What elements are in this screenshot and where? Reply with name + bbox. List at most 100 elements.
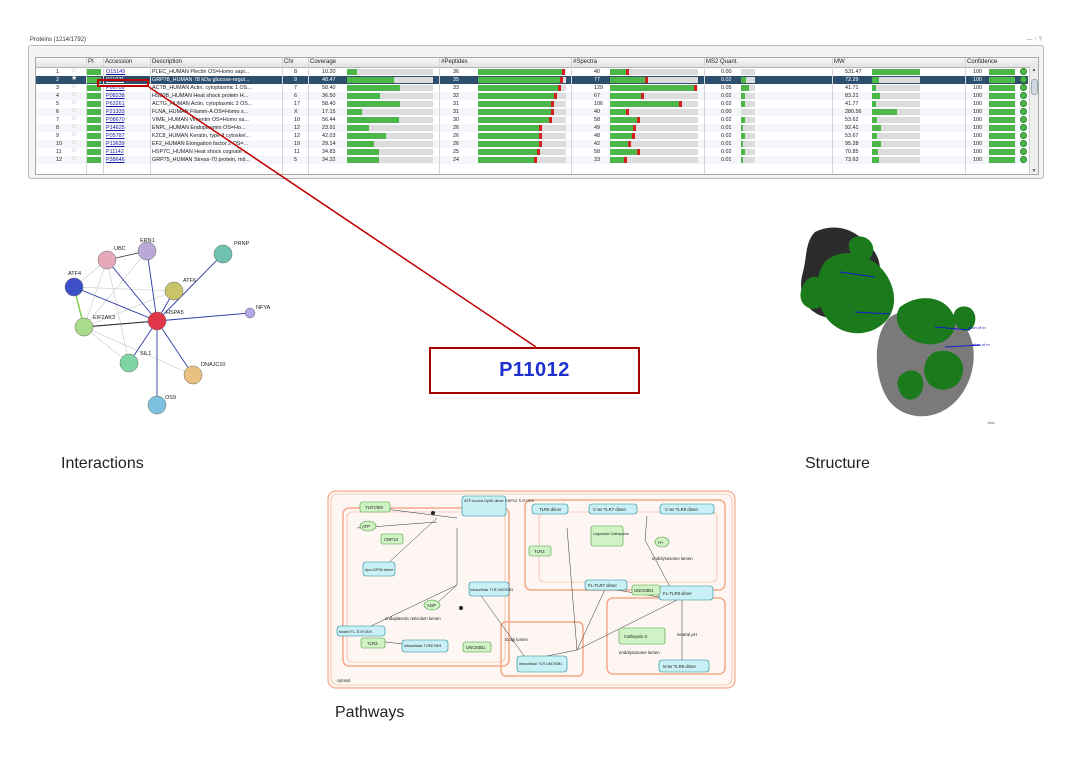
scroll-up-icon[interactable]: ▲	[1031, 67, 1037, 73]
table-header: PI Accession Description Chr Coverage #Peptid…	[36, 58, 1038, 68]
spectra-bar-fill	[610, 117, 640, 123]
coverage-bar	[347, 133, 433, 139]
column-header-10[interactable]: Confidence	[967, 59, 998, 65]
column-header-2[interactable]: Accession	[105, 59, 133, 65]
row-number: 1	[56, 69, 59, 75]
favorite-star-icon[interactable]: ☆	[71, 108, 78, 114]
spectra-bar-fill	[610, 69, 630, 75]
favorite-star-icon[interactable]: ☆	[71, 132, 78, 138]
confidence-value: 100	[973, 93, 982, 99]
column-divider	[150, 58, 151, 174]
accession-link[interactable]: P63261	[106, 101, 125, 107]
spectra-value: 40	[594, 69, 600, 75]
confidence-bar-fill	[989, 93, 1015, 99]
accession-link[interactable]: P05787	[106, 133, 125, 139]
favorite-star-icon[interactable]: ☆	[71, 140, 78, 146]
coverage-value: 34.83	[322, 149, 336, 155]
panel-controls[interactable]: — ↑ ?	[1026, 37, 1042, 43]
pi-indicator	[86, 133, 101, 139]
accession-link[interactable]: P14625	[106, 125, 125, 131]
accession-link[interactable]: P60709	[106, 85, 125, 91]
favorite-star-icon[interactable]: ☆	[71, 124, 78, 130]
peptides-bar-marker	[539, 141, 543, 147]
favorite-star-icon[interactable]: ☆	[71, 92, 78, 98]
pi-indicator	[86, 109, 101, 115]
confidence-bar	[989, 101, 1015, 107]
column-header-7[interactable]: #Spectra	[573, 59, 598, 65]
coverage-bar	[347, 117, 433, 123]
spectra-bar	[610, 109, 698, 115]
coverage-bar-fill	[347, 101, 401, 107]
spectra-value: 48	[594, 133, 600, 139]
svg-text:SIL1: SIL1	[140, 351, 151, 357]
coverage-value: 48.47	[322, 77, 336, 83]
accession-link[interactable]: P11142	[106, 149, 124, 155]
confidence-value: 100	[973, 149, 982, 155]
column-header-3[interactable]: Description	[152, 59, 183, 65]
coverage-bar	[347, 101, 433, 107]
mw-value: 70.85	[845, 149, 859, 155]
favorite-star-icon[interactable]: ☆	[71, 84, 78, 90]
peptides-bar-fill	[478, 157, 537, 163]
mw-bar-fill	[872, 69, 920, 75]
confidence-bar	[989, 149, 1015, 155]
ms2-quant-value: 0.01	[721, 157, 732, 163]
spectra-bar-marker	[626, 69, 630, 75]
favorite-star-icon[interactable]: ★	[71, 76, 78, 82]
spectra-bar-fill	[610, 101, 683, 107]
favorite-star-icon[interactable]: ☆	[71, 156, 78, 162]
accession-link[interactable]: P08670	[106, 117, 125, 123]
confidence-bar-fill	[989, 117, 1015, 123]
column-header-1[interactable]: PI	[88, 59, 94, 65]
spectra-value: 58	[594, 149, 600, 155]
accession-link[interactable]: P21333	[106, 109, 125, 115]
column-header-6[interactable]: #Peptides	[441, 59, 468, 65]
accession-link[interactable]: P08238	[106, 93, 125, 99]
peptides-value: 33	[453, 85, 459, 91]
svg-text:Apo-GP96 dimer: Apo-GP96 dimer	[365, 568, 394, 572]
row-number: 7	[56, 117, 59, 123]
scroll-thumb[interactable]	[1031, 79, 1038, 95]
mw-value: 72.29	[845, 77, 859, 83]
accession-link[interactable]: O15149	[106, 69, 126, 75]
protein-description: GRP75_HUMAN Stress-70 protein, mit...	[152, 157, 250, 163]
accession-link[interactable]: P38646	[106, 157, 125, 163]
peptides-bar	[478, 141, 566, 147]
coverage-bar	[347, 109, 433, 115]
accession-link[interactable]: P13639	[106, 141, 125, 147]
column-header-4[interactable]: Chr	[284, 59, 294, 65]
favorite-star-icon[interactable]: ☆	[71, 148, 78, 154]
ms2-quant-value: 0.00	[721, 109, 732, 115]
svg-text:ATP-bound Gp96 dimer CNP13 TLR: ATP-bound Gp96 dimer CNP13 TLR7/8/9	[464, 499, 534, 503]
scroll-down-icon[interactable]: ▼	[1031, 168, 1037, 174]
protein-description: HS90B_HUMAN Heat shock protein H...	[152, 93, 249, 99]
favorite-star-icon[interactable]: ☆	[71, 68, 78, 74]
row-number: 6	[56, 109, 59, 115]
column-header-8[interactable]: MS2 Quant.	[706, 59, 739, 65]
coverage-value: 34.32	[322, 157, 336, 163]
favorite-star-icon[interactable]: ☆	[71, 100, 78, 106]
spectra-value: 58	[594, 117, 600, 123]
favorite-star-icon[interactable]: ☆	[71, 116, 78, 122]
confidence-bar-fill	[989, 101, 1015, 107]
peptides-bar-marker	[550, 109, 554, 115]
column-header-5[interactable]: Coverage	[310, 59, 337, 65]
mw-value: 280.56	[845, 109, 862, 115]
table-scrollbar[interactable]: ▲ ▼	[1029, 67, 1038, 174]
peptides-value: 26	[453, 133, 459, 139]
structure-label: Structure	[805, 455, 870, 472]
mw-value: 53.62	[845, 117, 859, 123]
column-header-9[interactable]: MW	[834, 59, 845, 65]
